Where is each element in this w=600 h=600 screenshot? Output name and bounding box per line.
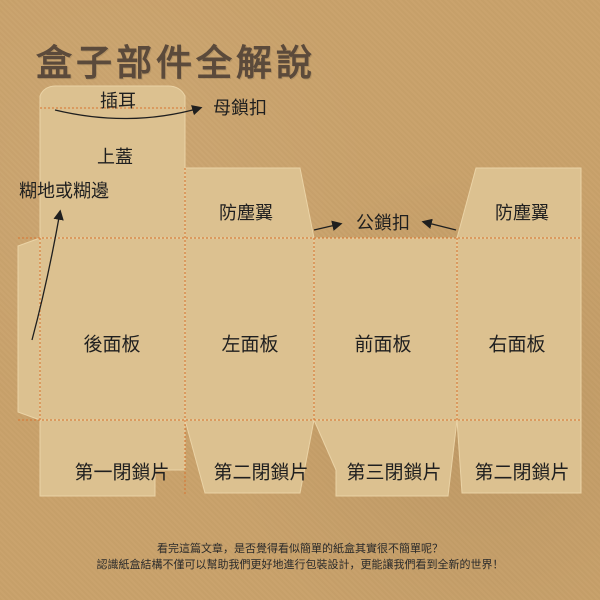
arrow-insert-to-lock [54,105,203,120]
footer-line-1: 看完這篇文章，是否覺得看似簡單的紙盒其實很不簡單呢？ [157,542,443,555]
label-back-panel: 後面板 [83,333,141,356]
arrow-glue [31,209,64,341]
label-dust-flap-left: 防塵翼 [219,203,273,224]
label-insert-tab: 插耳 [100,91,136,112]
label-left-panel: 左面板 [221,333,279,356]
arrow-male-lock-right [421,218,457,231]
back-panel-shape [39,237,186,421]
left-panel-shape [184,237,315,421]
label-lock-4: 第二閉鎖片 [474,461,570,484]
label-lock-2: 第二閉鎖片 [213,461,309,484]
page-title: 盒子部件全解說 [36,43,317,84]
label-front-panel: 前面板 [354,333,412,356]
label-lock-3: 第三閉鎖片 [346,461,442,484]
label-lock-1: 第一閉鎖片 [74,461,170,484]
arrow-male-lock-left [313,220,343,231]
label-top-lid: 上蓋 [97,147,133,168]
label-male-lock: 公鎖扣 [356,213,410,234]
label-dust-flap-right: 防塵翼 [495,203,549,224]
footer-line-2: 認識紙盒結構不僅可以幫助我們更好地進行包裝設計，更能讓我們看到全新的世界！ [96,558,504,571]
label-right-panel: 右面板 [488,333,546,356]
glue-flap-shape [17,237,41,421]
label-glue-area: 糊地或糊邊 [19,181,109,202]
label-female-lock: 母鎖扣 [213,98,267,119]
top-lid-shape [39,85,186,239]
lock-3-shape [313,419,458,497]
